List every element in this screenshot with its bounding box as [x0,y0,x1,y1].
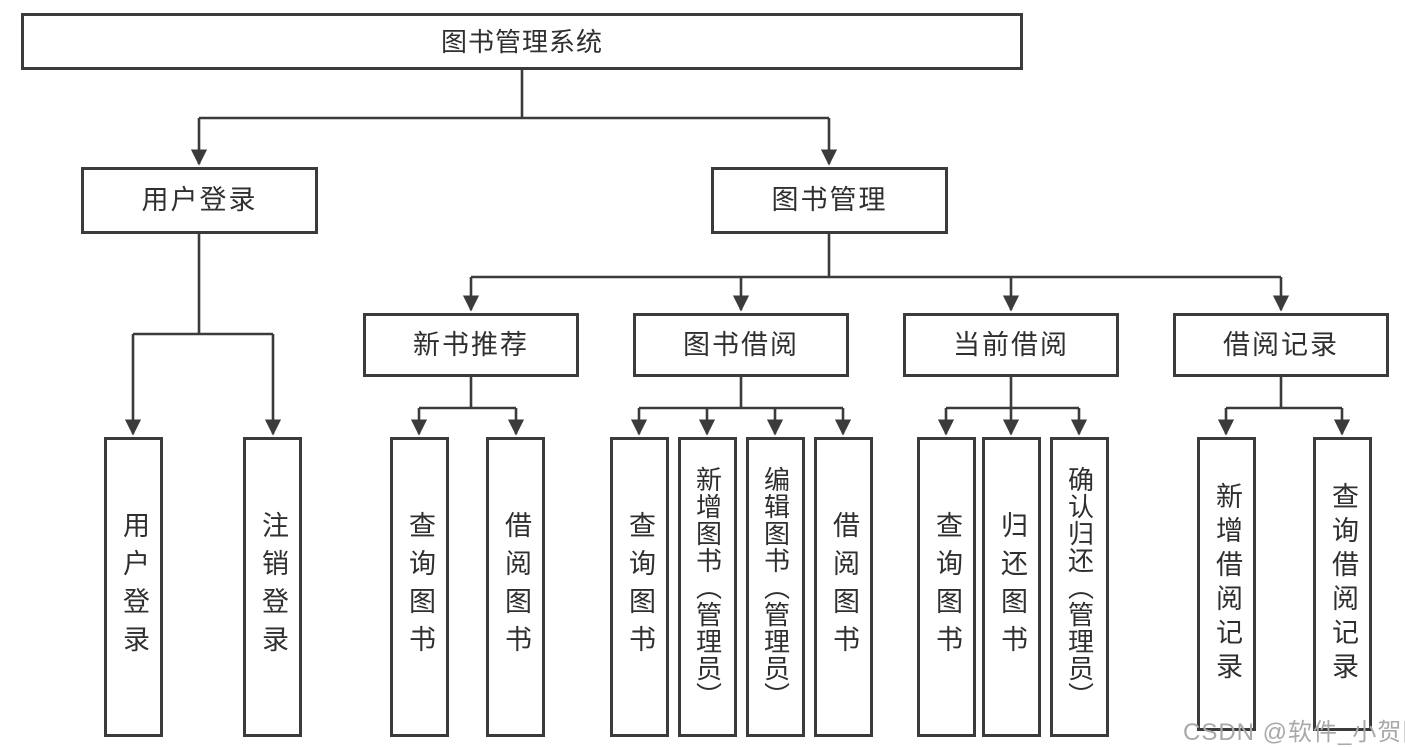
node-root: 图书管理系统 [21,13,1023,70]
leaf-borrow-books: 借阅图书 [814,437,873,737]
node-book-borrowing-label: 图书借阅 [683,329,799,360]
node-user-login-label: 用户登录 [141,185,258,215]
leaf-add-borrow-record-label: 新增借阅记录 [1212,482,1242,686]
leaf-add-book-admin: 新增图书（管理员） [678,437,737,737]
leaf-query-borrow-record: 查询借阅记录 [1313,437,1372,731]
leaf-query-borrow-record-label: 查询借阅记录 [1328,482,1358,686]
leaf-add-book-admin-label: 新增图书（管理员） [692,465,723,709]
leaf-query-books-recommend: 查询图书 [390,437,449,737]
node-current-borrowing: 当前借阅 [903,313,1119,377]
node-new-book-recommendation: 新书推荐 [363,313,579,377]
node-current-borrowing-label: 当前借阅 [953,329,1069,360]
leaf-logout: 注销登录 [243,437,302,737]
leaf-borrow-books-recommend-label: 借阅图书 [501,511,531,663]
node-book-management: 图书管理 [711,167,948,234]
leaf-edit-book-admin: 编辑图书（管理员） [746,437,805,737]
leaf-query-books-current: 查询图书 [917,437,976,737]
node-borrowing-records: 借阅记录 [1173,313,1389,377]
leaf-user-login-label: 用户登录 [119,511,149,663]
leaf-return-books-label: 归还图书 [997,511,1027,663]
leaf-query-books-borrowing-label: 查询图书 [625,511,655,663]
leaf-return-books: 归还图书 [982,437,1041,737]
leaf-add-borrow-record: 新增借阅记录 [1197,437,1256,731]
leaf-query-books-recommend-label: 查询图书 [405,511,435,663]
leaf-query-books-current-label: 查询图书 [932,511,962,663]
node-root-label: 图书管理系统 [440,26,603,57]
leaf-logout-label: 注销登录 [258,511,288,663]
leaf-borrow-books-label: 借阅图书 [829,511,859,663]
leaf-user-login: 用户登录 [104,437,163,737]
leaf-confirm-return-admin-label: 确认归还（管理员） [1064,465,1095,709]
watermark: CSDN @软件_小贺同学 [1183,719,1405,746]
node-book-borrowing: 图书借阅 [633,313,849,377]
node-user-login: 用户登录 [81,167,318,234]
leaf-confirm-return-admin: 确认归还（管理员） [1050,437,1109,737]
node-new-book-recommendation-label: 新书推荐 [413,329,529,360]
node-book-management-label: 图书管理 [771,185,888,215]
node-borrowing-records-label: 借阅记录 [1223,329,1339,360]
leaf-edit-book-admin-label: 编辑图书（管理员） [760,465,791,709]
leaf-borrow-books-recommend: 借阅图书 [486,437,545,737]
leaf-query-books-borrowing: 查询图书 [610,437,669,737]
